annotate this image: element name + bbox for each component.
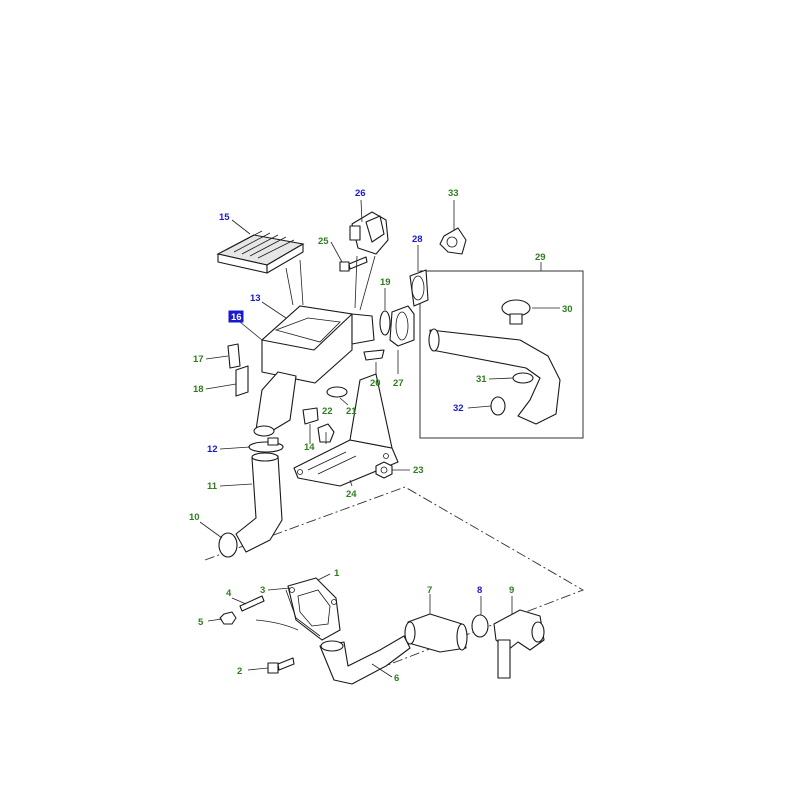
callout-15[interactable]: 15 (219, 212, 230, 223)
callout-9[interactable]: 9 (509, 585, 514, 596)
clip-33[interactable] (439, 227, 467, 255)
callout-23[interactable]: 23 (413, 465, 424, 476)
callout-28[interactable]: 28 (412, 234, 423, 245)
clamp-28[interactable] (409, 269, 429, 307)
callout-19[interactable]: 19 (380, 277, 391, 288)
air-filter-element[interactable] (216, 230, 305, 274)
callout-10[interactable]: 10 (189, 512, 200, 523)
breather-hose[interactable] (428, 328, 561, 425)
nut-5[interactable] (219, 611, 237, 625)
thermostat-housing-1[interactable] (287, 577, 341, 641)
callout-12[interactable]: 12 (207, 444, 218, 455)
air-cleaner-housing[interactable] (253, 305, 375, 437)
nut-23[interactable] (375, 461, 393, 479)
mounting-bracket[interactable] (293, 373, 399, 487)
callout-20[interactable]: 20 (370, 378, 381, 389)
callout-2[interactable]: 2 (237, 666, 242, 677)
intake-hose-11[interactable] (235, 452, 283, 553)
connector-9[interactable] (493, 609, 545, 679)
callout-11[interactable]: 11 (207, 481, 218, 492)
callout-3[interactable]: 3 (260, 585, 265, 596)
callout-31[interactable]: 31 (476, 374, 487, 385)
callout-5[interactable]: 5 (198, 617, 204, 628)
callout-26[interactable]: 26 (355, 188, 366, 199)
callout-21[interactable]: 21 (346, 406, 357, 417)
callout-16-box (228, 310, 244, 323)
detail-box (419, 270, 584, 439)
leader-lines (199, 199, 560, 678)
grommet-14[interactable] (302, 407, 319, 425)
mass-air-flow-sensor[interactable] (349, 211, 389, 255)
stud-4[interactable] (239, 595, 265, 612)
callout-6[interactable]: 6 (394, 673, 399, 684)
hose-clip-8[interactable] (471, 614, 489, 638)
seal-21[interactable] (326, 386, 348, 398)
clip-31[interactable] (512, 372, 534, 384)
callout-13[interactable]: 13 (250, 293, 261, 304)
callout-24[interactable]: 24 (346, 489, 357, 500)
bolt-2[interactable] (267, 657, 295, 674)
callout-29[interactable]: 29 (535, 252, 546, 263)
callout-22[interactable]: 22 (322, 406, 333, 417)
hose-clip-12[interactable] (248, 437, 284, 453)
callout-8[interactable]: 8 (477, 585, 482, 596)
bracket-18[interactable] (235, 365, 249, 397)
o-ring-19[interactable] (379, 310, 391, 336)
callout-14[interactable]: 14 (304, 442, 315, 453)
callout-32[interactable]: 32 (453, 403, 464, 414)
adaptor-27[interactable] (389, 305, 415, 347)
callouts: 1 2 3 4 5 6 7 8 9 10 11 12 13 14 15 16 1… (189, 188, 573, 684)
callout-30[interactable]: 30 (562, 304, 573, 315)
hose-clip-10[interactable] (218, 532, 238, 558)
callout-18[interactable]: 18 (193, 384, 204, 395)
breather-valve-30[interactable] (501, 299, 531, 325)
plug-20[interactable] (363, 349, 385, 361)
clip-17[interactable] (227, 343, 241, 369)
callout-7[interactable]: 7 (427, 585, 432, 596)
callout-25[interactable]: 25 (318, 236, 329, 247)
callout-17[interactable]: 17 (193, 354, 204, 365)
gasket-3[interactable] (285, 589, 321, 637)
callout-16[interactable]: 16 (231, 312, 242, 323)
callout-33[interactable]: 33 (448, 188, 459, 199)
clip-32[interactable] (490, 396, 506, 416)
callout-27[interactable]: 27 (393, 378, 404, 389)
callout-1[interactable]: 1 (334, 568, 340, 579)
coolant-hose-7[interactable] (404, 613, 468, 653)
screw-25[interactable] (339, 256, 368, 272)
callout-4[interactable]: 4 (226, 588, 232, 599)
